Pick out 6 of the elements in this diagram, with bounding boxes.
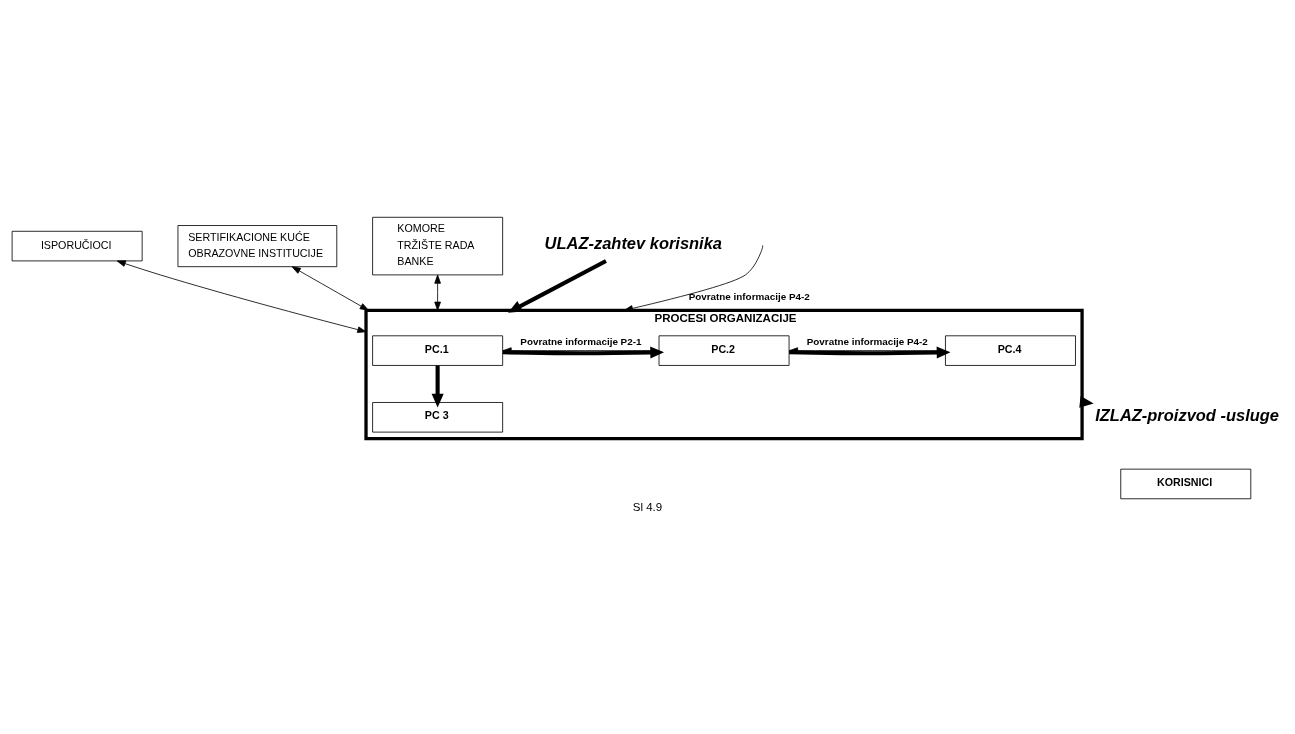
edge-label: Povratne informacije P4-2 — [806, 335, 928, 347]
caption: Sl 4.9 — [632, 500, 663, 513]
edge-label: Povratne informacije P2-1 — [520, 335, 642, 347]
node-text: IZLAZ-proizvod -usluge — [1095, 405, 1279, 424]
node-text: ULAZ-zahtev korisnika — [544, 233, 722, 252]
edge-label: Povratne informacije P4-2 — [688, 290, 810, 302]
